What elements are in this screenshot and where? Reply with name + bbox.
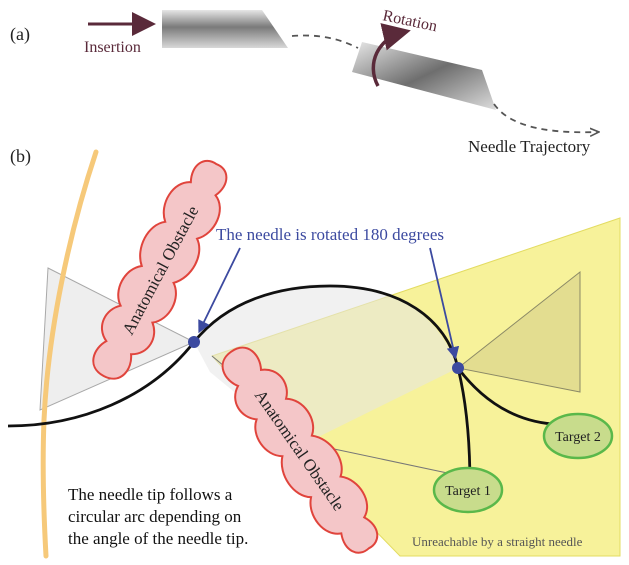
caption-line-3: the angle of the needle tip. bbox=[68, 529, 248, 548]
rotation-arrow bbox=[371, 23, 411, 87]
caption-line-2: circular arc depending on bbox=[68, 507, 242, 526]
target-1-label: Target 1 bbox=[445, 484, 491, 499]
panel-b-label: (b) bbox=[10, 146, 31, 167]
lower-obstacle-shape bbox=[221, 346, 379, 554]
needle-path-branch bbox=[456, 367, 557, 428]
rotation-label: Rotation bbox=[381, 7, 438, 35]
panel-a-label: (a) bbox=[10, 24, 30, 45]
needle-path bbox=[7, 284, 472, 487]
target-2 bbox=[542, 412, 614, 460]
rotation-note-arrow-1 bbox=[198, 247, 241, 334]
rotation-point-1 bbox=[188, 336, 200, 348]
needle-segment-rotated bbox=[352, 42, 496, 110]
panel-a: (a) Insertion Rotation Needle Trajectory bbox=[10, 7, 598, 156]
needle-trajectory-dashed-end bbox=[493, 103, 598, 132]
unreachable-label: Unreachable by a straight needle bbox=[412, 534, 583, 549]
trajectory-label: Needle Trajectory bbox=[468, 137, 591, 156]
reach-triangle-target2 bbox=[456, 270, 581, 393]
rotation-note-arrow-2 bbox=[429, 247, 460, 360]
rotation-note: The needle is rotated 180 degrees bbox=[216, 225, 444, 244]
needle-trajectory-dashed bbox=[291, 34, 359, 49]
rotation-point-2 bbox=[452, 362, 464, 374]
target-2-label: Target 2 bbox=[555, 430, 601, 445]
bone-line bbox=[40, 149, 99, 559]
caption-line-1: The needle tip follows a bbox=[68, 485, 233, 504]
needle-segment-straight bbox=[162, 10, 288, 48]
insertion-label: Insertion bbox=[84, 39, 141, 56]
upper-obstacle-shape bbox=[92, 159, 228, 380]
target-1 bbox=[432, 466, 504, 514]
panel-b: (b) Anatomical Obstacle Anatomical Obsta… bbox=[7, 146, 621, 559]
